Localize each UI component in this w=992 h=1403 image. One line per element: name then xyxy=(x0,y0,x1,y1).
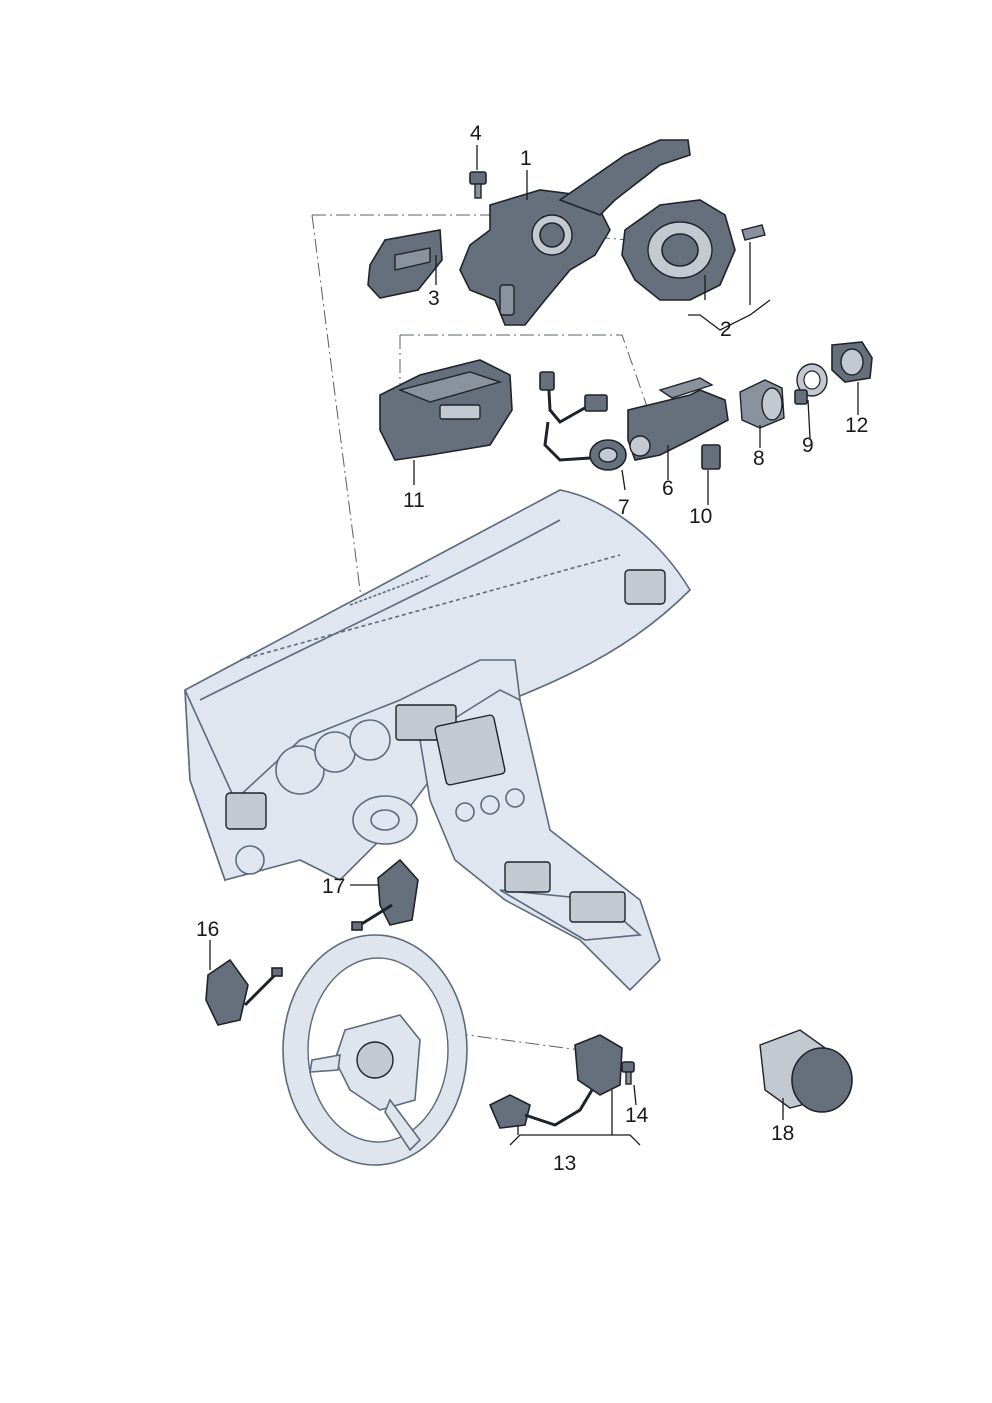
part-10-switch[interactable] xyxy=(701,444,721,470)
part-2-clock-spring[interactable] xyxy=(621,199,766,301)
leader-lines xyxy=(209,145,859,1146)
part-14-screw[interactable] xyxy=(621,1061,635,1085)
part-8-lock-cylinder[interactable] xyxy=(739,379,785,429)
callout-11: 11 xyxy=(403,489,425,512)
part-18-airbag-unit[interactable] xyxy=(759,1029,853,1113)
part-6-lock-housing[interactable] xyxy=(627,377,729,461)
callout-13: 13 xyxy=(553,1152,576,1175)
callout-16: 16 xyxy=(196,918,219,941)
callout-10: 10 xyxy=(689,505,712,528)
callout-1: 1 xyxy=(520,147,532,170)
part-1-combination-switch[interactable] xyxy=(459,139,691,326)
part-12-trim-ring[interactable] xyxy=(831,341,873,383)
steering-wheel xyxy=(282,934,468,1166)
dashboard-illustration xyxy=(184,489,692,992)
callout-2: 2 xyxy=(720,318,732,341)
callout-9: 9 xyxy=(802,434,814,457)
callout-14: 14 xyxy=(625,1104,649,1127)
part-11-control-unit[interactable] xyxy=(379,359,513,461)
callout-4: 4 xyxy=(470,122,482,145)
part-13-multifunction-buttons[interactable] xyxy=(488,1034,623,1129)
callout-18: 18 xyxy=(771,1122,794,1145)
part-7-ring-with-harness[interactable] xyxy=(539,371,627,471)
callout-3: 3 xyxy=(428,287,440,310)
part-4-screw[interactable] xyxy=(469,171,487,199)
callout-6: 6 xyxy=(662,477,674,500)
part-3-bracket[interactable] xyxy=(367,229,443,299)
callout-7: 7 xyxy=(618,496,630,519)
callout-labels: 4 1 3 2 11 7 6 10 8 9 12 17 16 13 14 18 xyxy=(196,122,868,1175)
callout-12: 12 xyxy=(845,414,868,437)
part-16-cover[interactable] xyxy=(205,958,283,1026)
part-9-ring[interactable] xyxy=(794,363,828,405)
callout-8: 8 xyxy=(753,447,765,470)
part-17-cover[interactable] xyxy=(351,858,419,931)
callout-17: 17 xyxy=(322,875,345,898)
